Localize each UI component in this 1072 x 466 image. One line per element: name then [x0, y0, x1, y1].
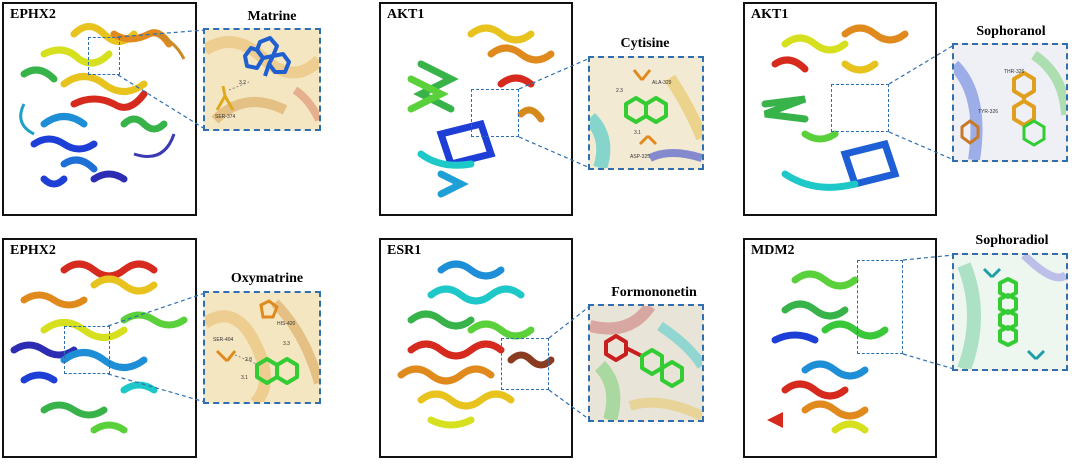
ligand-molecule	[624, 96, 668, 124]
protein-structure-akt1	[761, 24, 909, 191]
residue-label: TYR-326	[978, 109, 999, 115]
distance-label: 3.3	[283, 341, 290, 347]
ligand-title: Sophoradiol	[975, 233, 1049, 248]
protein-label: AKT1	[387, 7, 425, 22]
residue-stick	[632, 69, 658, 146]
docking-inset-formononetin	[588, 304, 704, 422]
protein-label: EPHX2	[10, 7, 56, 22]
panel-ephx2-oxymatrine: EPHX2	[2, 238, 197, 458]
ligand-title: Sophoranol	[976, 24, 1046, 39]
binding-site-view	[590, 58, 702, 168]
protein-structure-esr1	[397, 260, 555, 429]
docking-inset-sophoranol: TYR-326 THR-326	[952, 43, 1068, 162]
ligand-molecule	[243, 36, 291, 77]
binding-site-view	[205, 30, 319, 129]
binding-site-view	[954, 255, 1066, 369]
protein-structure-ephx2	[19, 23, 186, 188]
ligand-title: Oxymatrine	[230, 271, 304, 286]
docking-inset-sophoradiol	[952, 253, 1068, 371]
distance-label: 3.2	[239, 80, 246, 86]
ligand-molecule	[255, 357, 299, 385]
distance-label: 3.1	[634, 130, 641, 136]
zoom-region-box	[88, 37, 120, 75]
binding-site-view	[590, 306, 702, 420]
ligand-molecule	[998, 277, 1018, 347]
protein-label: MDM2	[751, 243, 795, 258]
distance-label: 2.3	[616, 88, 623, 94]
protein-structure-ephx2	[10, 260, 188, 434]
panel-mdm2-sophoradiol: MDM2	[743, 238, 937, 458]
panel-esr1-formononetin: ESR1	[379, 238, 573, 458]
residue-label: SER-374	[215, 114, 236, 120]
binding-site-view	[954, 45, 1066, 160]
zoom-region-box	[64, 326, 110, 374]
distance-label: 3.1	[241, 375, 248, 381]
residue-stick	[215, 85, 235, 111]
zoom-region-box	[857, 260, 903, 354]
residue-label: ASP-325	[630, 154, 651, 160]
protein-label: EPHX2	[10, 243, 56, 258]
protein-structure-mdm2	[767, 270, 889, 434]
ligand-molecule	[604, 334, 684, 388]
zoom-region-box	[471, 89, 519, 137]
ligand-title: Formononetin	[611, 285, 697, 300]
panel-akt1-cytisine: AKT1	[379, 2, 573, 216]
ligand-title: Matrine	[247, 9, 297, 24]
residue-label: THR-326	[1004, 69, 1025, 75]
panel-ephx2-matrine: EPHX2	[2, 2, 197, 216]
docking-inset-cytisine: ALA-329 3.1 ASP-325 2.3	[588, 56, 704, 170]
ligand-molecule	[1012, 71, 1036, 127]
docking-inset-matrine: SER-374 3.2	[203, 28, 321, 131]
distance-label: 2.8	[245, 357, 252, 363]
docking-inset-oxymatrine: HIS-420 SER-404 3.3 2.8 3.1	[203, 291, 321, 404]
ligand-title: Cytisine	[620, 36, 670, 51]
protein-label: AKT1	[751, 7, 789, 22]
panel-akt1-sophoranol: AKT1	[743, 2, 937, 216]
residue-stick	[215, 299, 279, 363]
residue-label: ALA-329	[652, 80, 672, 86]
residue-label: SER-404	[213, 337, 234, 343]
protein-label: ESR1	[387, 243, 422, 258]
residue-label: HIS-420	[277, 321, 296, 327]
binding-site-view	[205, 293, 319, 402]
zoom-region-box	[831, 84, 889, 132]
zoom-region-box	[501, 338, 549, 390]
